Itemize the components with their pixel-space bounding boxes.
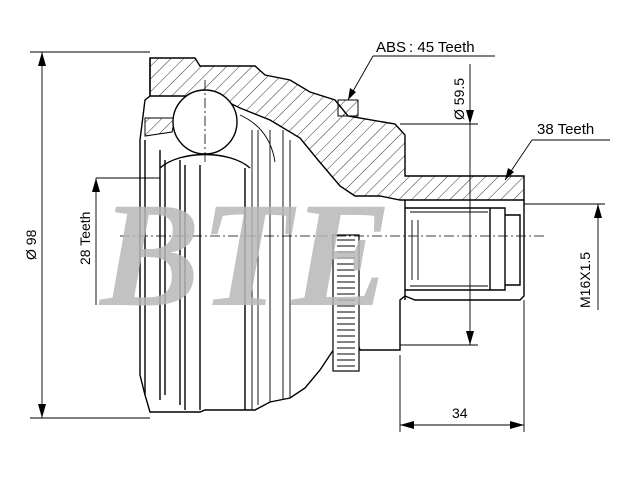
outer-diameter-dimension: Ø 98 <box>23 51 150 419</box>
inner-teeth-dimension: 28 Teeth <box>77 177 160 305</box>
outer-teeth-callout: 38 Teeth <box>504 121 610 181</box>
thread-label: M16X1.5 <box>577 252 593 308</box>
outer-teeth-label: 38 Teeth <box>537 121 594 138</box>
abs-callout: ABS: 45 Teeth <box>347 39 495 101</box>
shaft-length-dimension: 34 <box>399 300 525 432</box>
abs-ring <box>332 234 360 372</box>
abs-tooth-marker <box>337 99 359 117</box>
shaft-length-label: 34 <box>452 405 468 421</box>
seal-diameter-dimension: Ø 59.5 <box>400 64 478 346</box>
inner-bore <box>144 140 246 410</box>
stub-shaft <box>404 200 521 300</box>
abs-value: : 45 Teeth <box>409 39 475 56</box>
svg-text:ABS: 45 Teeth: ABS: 45 Teeth <box>376 39 475 56</box>
inner-teeth-label: 28 Teeth <box>77 212 93 265</box>
ball-cage-hatch <box>144 117 176 137</box>
watermark-logo: BTE <box>98 172 392 338</box>
housing-section-hatch <box>149 57 525 201</box>
outer-diameter-label: Ø 98 <box>23 229 39 260</box>
thread-dimension: M16X1.5 <box>524 203 605 310</box>
abs-prefix: ABS <box>376 39 406 56</box>
seal-diameter-label: Ø 59.5 <box>451 78 467 120</box>
